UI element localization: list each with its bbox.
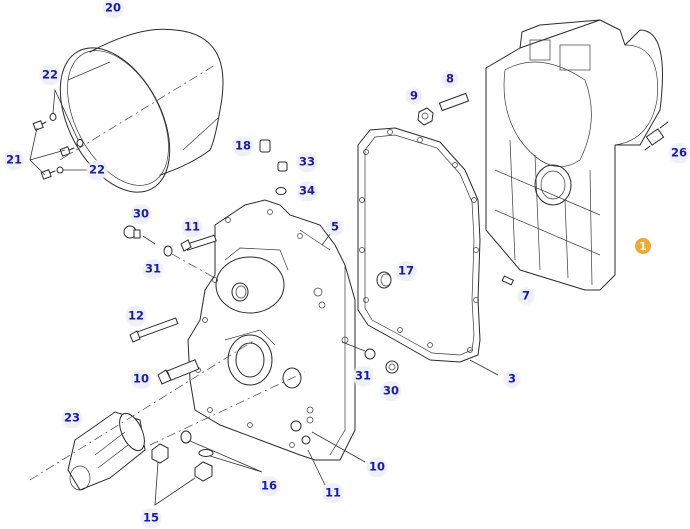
part-26-sensor[interactable] xyxy=(644,121,669,151)
callout-34[interactable]: 34 xyxy=(293,181,321,201)
callout-15[interactable]: 15 xyxy=(137,508,165,528)
callout-22[interactable]: 22 xyxy=(83,160,111,180)
callout-31[interactable]: 31 xyxy=(139,259,167,279)
part-15-plugs[interactable] xyxy=(151,443,213,482)
callout-23[interactable]: 23 xyxy=(58,408,86,428)
part-7-pin[interactable] xyxy=(501,275,515,286)
callout-7[interactable]: 7 xyxy=(516,286,536,306)
part-5-front-cover[interactable] xyxy=(187,199,356,461)
callout-30[interactable]: 30 xyxy=(377,381,405,401)
callout-30[interactable]: 30 xyxy=(127,204,155,224)
callout-10[interactable]: 10 xyxy=(363,457,391,477)
part-30-plug-right[interactable] xyxy=(385,360,399,374)
callout-5[interactable]: 5 xyxy=(325,217,345,237)
part-23-sleeve[interactable] xyxy=(29,339,306,491)
callout-21[interactable]: 21 xyxy=(0,150,28,170)
part-34-seal[interactable] xyxy=(275,187,287,195)
callout-9[interactable]: 9 xyxy=(404,86,424,106)
callout-1-highlighted[interactable]: 1 xyxy=(635,238,651,254)
callout-17[interactable]: 17 xyxy=(392,261,420,281)
callout-16[interactable]: 16 xyxy=(255,476,283,496)
part-20-cover[interactable] xyxy=(38,28,224,210)
part-9-nut[interactable] xyxy=(417,107,434,126)
callout-3[interactable]: 3 xyxy=(502,369,522,389)
part-30-plug-left[interactable] xyxy=(123,225,141,239)
part-3-gasket[interactable] xyxy=(357,127,499,376)
part-17-plug[interactable] xyxy=(376,271,392,289)
part-18-fitting[interactable] xyxy=(259,139,271,153)
callout-11[interactable]: 11 xyxy=(178,217,206,237)
part-12-bolt[interactable] xyxy=(129,317,179,343)
part-22-washers[interactable] xyxy=(49,113,84,174)
callout-20[interactable]: 20 xyxy=(99,0,127,18)
part-33-plug[interactable] xyxy=(277,161,288,172)
callout-8[interactable]: 8 xyxy=(440,69,460,89)
callout-26[interactable]: 26 xyxy=(665,143,690,163)
part-31-washer-right[interactable] xyxy=(341,341,376,360)
callout-12[interactable]: 12 xyxy=(122,306,150,326)
part-31-washer-left[interactable] xyxy=(142,235,216,279)
part-11-bolt-top[interactable] xyxy=(180,234,217,252)
leaders-21-22 xyxy=(29,88,90,176)
part-21-screws[interactable] xyxy=(32,120,75,180)
leaders-10-11 xyxy=(290,420,366,486)
callout-11[interactable]: 11 xyxy=(319,483,347,503)
callout-10[interactable]: 10 xyxy=(127,369,155,389)
callout-18[interactable]: 18 xyxy=(229,136,257,156)
part-10-bolt-left[interactable] xyxy=(157,359,200,385)
part-1-housing[interactable] xyxy=(485,19,663,291)
leaders-15-16 xyxy=(154,440,263,506)
callout-22[interactable]: 22 xyxy=(36,65,64,85)
part-8-stud[interactable] xyxy=(438,92,470,112)
part-16-orings[interactable] xyxy=(180,430,214,457)
callout-33[interactable]: 33 xyxy=(293,152,321,172)
callout-31[interactable]: 31 xyxy=(349,366,377,386)
